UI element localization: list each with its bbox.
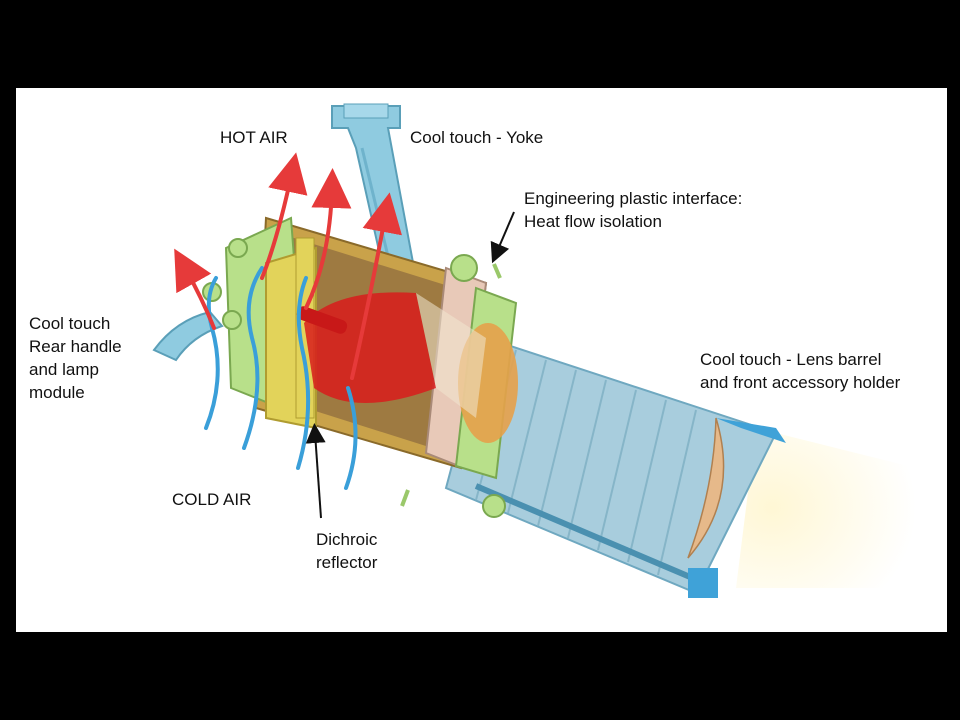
light-beam	[736, 428, 916, 588]
cold-air-label: COLD AIR	[172, 490, 252, 509]
diagram-panel: HOT AIR Cool touch - Yoke Engineering pl…	[16, 88, 947, 632]
cool-touch-lens-label: Cool touch - Lens barrel and front acces…	[700, 350, 901, 392]
engineering-plastic-label: Engineering plastic interface: Heat flow…	[524, 189, 743, 231]
hot-air-arrows	[174, 152, 402, 380]
cold-air-streams	[204, 266, 358, 490]
rear-handle	[152, 310, 224, 362]
cool-touch-yoke-label: Cool touch - Yoke	[410, 128, 544, 147]
lens-barrel	[444, 336, 786, 598]
hot-air-label: HOT AIR	[220, 128, 288, 147]
cool-touch-rear-label: Cool touch Rear handle and lamp module	[29, 314, 122, 402]
luminaire-cutaway-illustration	[152, 103, 916, 598]
leader-lines	[305, 211, 515, 519]
dichroic-reflector-label: Dichroic reflector	[316, 530, 378, 572]
dichroic-reflector	[296, 292, 486, 418]
